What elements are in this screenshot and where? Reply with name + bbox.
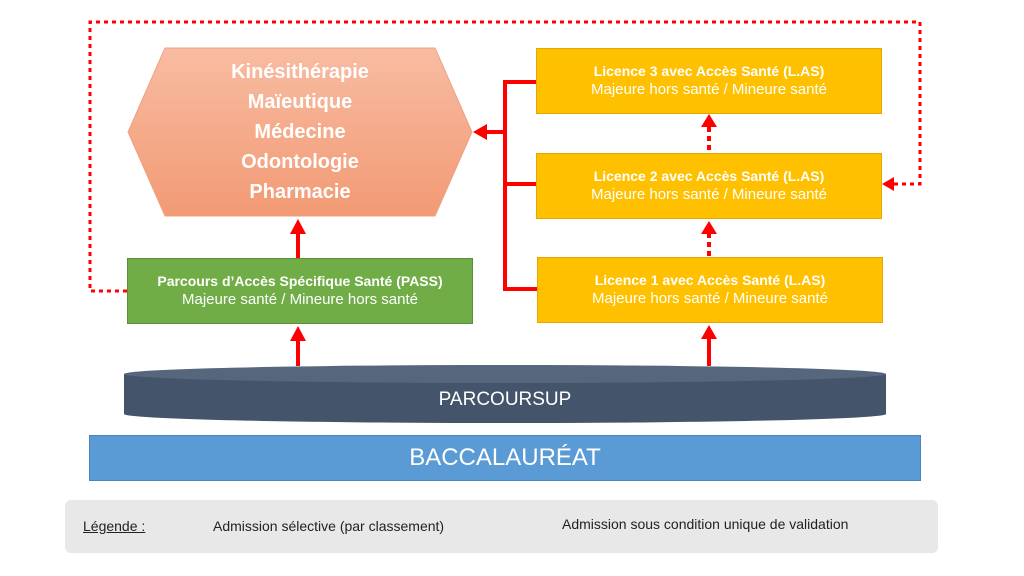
dotted-loop-pass-to-l2 [88, 20, 922, 293]
dotted-loop-arrowhead [882, 177, 894, 191]
bracket-arrowhead [473, 124, 487, 140]
licence-2-title: Licence 2 avec Accès Santé (L.AS) [593, 168, 825, 184]
pass-title: Parcours d’Accès Spécifique Santé (PASS) [157, 273, 443, 289]
parcoursup-label: PARCOURSUP [438, 389, 572, 410]
specialty-item: Médecine [254, 121, 346, 143]
baccalaureat-label: BACCALAURÉAT [409, 444, 601, 471]
licence-1-title: Licence 1 avec Accès Santé (L.AS) [594, 272, 826, 288]
licence-2-subtitle: Majeure hors santé / Mineure santé [591, 186, 827, 203]
pass-subtitle: Majeure santé / Mineure hors santé [182, 291, 418, 308]
specialty-item: Kinésithérapie [231, 61, 369, 83]
licence-bracket-connector [486, 80, 537, 291]
specialty-item: Pharmacie [249, 181, 351, 203]
parcoursup-disk [124, 365, 886, 423]
legend-conditional-label: Admission sous condition unique de valid… [562, 516, 849, 532]
specialties-list: Kinésithérapie Maïeutique Médecine Odont… [128, 48, 472, 216]
legend-panel: Légende : Admission sélective (par class… [65, 500, 938, 553]
specialties-hexagon [127, 47, 473, 217]
licence-1-subtitle: Majeure hors santé / Mineure santé [592, 290, 828, 307]
specialty-item: Maïeutique [247, 91, 353, 113]
licence-2-box: Licence 2 avec Accès Santé (L.AS) Majeur… [536, 153, 882, 219]
licence-3-subtitle: Majeure hors santé / Mineure santé [591, 81, 827, 98]
licence-3-title: Licence 3 avec Accès Santé (L.AS) [593, 63, 825, 79]
licence-3-box: Licence 3 avec Accès Santé (L.AS) Majeur… [536, 48, 882, 114]
specialty-item: Odontologie [241, 151, 359, 173]
licence-1-box: Licence 1 avec Accès Santé (L.AS) Majeur… [537, 257, 883, 323]
pass-box: Parcours d’Accès Spécifique Santé (PASS)… [127, 258, 473, 324]
legend-title: Légende : [83, 518, 146, 534]
legend-selective-label: Admission sélective (par classement) [213, 518, 445, 534]
baccalaureat-bar: BACCALAURÉAT [89, 435, 921, 481]
